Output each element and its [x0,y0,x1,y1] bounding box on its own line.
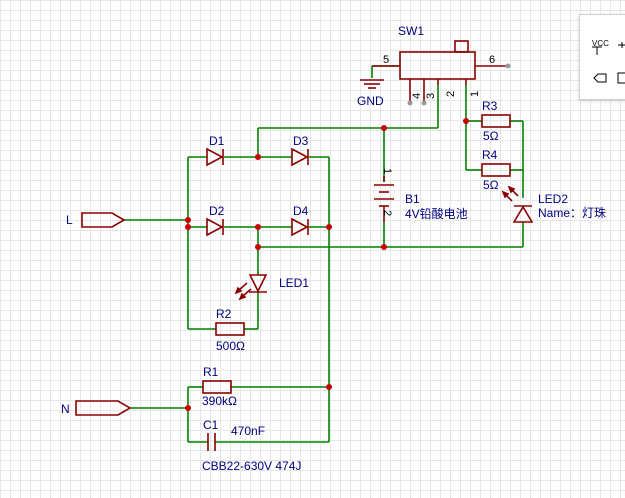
r3-label: R3 [482,99,498,113]
sw1-pin2: 2 [445,91,457,97]
vcc-button[interactable] [586,37,608,59]
ground-button[interactable] [614,37,625,59]
junction-battery-top [381,125,387,131]
wires [124,65,524,443]
gnd-label: GND [357,94,384,108]
resistor-r3[interactable]: R3 5Ω [481,99,511,143]
junction-n-input [185,405,191,411]
r4-value: 5Ω [483,178,499,192]
r1-label: R1 [203,365,219,379]
led1-label: LED1 [279,276,309,290]
diode-d2[interactable]: D2 [206,204,225,237]
d2-label: D2 [209,204,225,218]
sw1-pin6: 6 [489,54,495,66]
sw1-pin1: 1 [469,91,481,97]
port-n[interactable]: N [61,400,132,416]
b1-label: B1 [405,192,420,206]
led2-label: LED2 [538,192,568,206]
vcc-icon [592,46,602,55]
c1-model: CBB22-630V 474J [202,459,301,473]
diode-d1[interactable]: D1 [206,134,225,167]
c1-label: C1 [203,418,219,432]
battery-b1[interactable]: 1 2 B1 4V铅酸电池 [374,168,468,222]
c1-value: 470nF [231,424,265,438]
resistor-r4[interactable]: R4 5Ω [481,148,511,192]
diode-d4[interactable]: D4 [291,204,309,237]
b1-value: 4V铅酸电池 [405,206,468,221]
junction-d2-d4 [255,224,261,230]
r3-value: 5Ω [483,129,499,143]
l-port-label: L [66,213,73,227]
r1-value: 390kΩ [202,394,237,408]
port-button[interactable] [588,67,610,89]
b1-pin2: 2 [381,210,393,216]
port-l[interactable]: L [66,212,126,228]
box-icon [617,72,625,84]
r2-value: 500Ω [216,339,245,353]
d1-label: D1 [209,134,225,148]
junction-battery-bottom [381,244,387,250]
junction-d1-d3 [255,154,261,160]
switch-sw1[interactable]: SW1 5 6 4 3 2 1 [372,24,511,106]
vcc-text: VCC [592,39,609,48]
box-button[interactable] [614,67,625,89]
r4-label: R4 [482,148,498,162]
junction-d4-right [326,224,332,230]
led2-name: Name：灯珠 [538,206,606,220]
sw1-pin6-end [505,63,511,69]
d3-label: D3 [293,134,309,148]
sw1-pin4: 4 [411,93,423,99]
led-led1[interactable]: LED1 [234,274,309,301]
d4-label: D4 [293,204,309,218]
junction-r1-right [326,384,332,390]
junction-d2-left [185,224,191,230]
resistor-r1[interactable]: R1 390kΩ [202,365,237,408]
component-toolbox: VCC [579,14,625,100]
led-led2[interactable]: LED2 Name：灯珠 [501,185,606,223]
diode-d3[interactable]: D3 [291,134,309,167]
capacitor-c1[interactable]: C1 470nF CBB22-630V 474J [202,418,301,473]
r2-label: R2 [216,307,232,321]
ground-icon [618,42,625,48]
port-icon [593,73,607,83]
junction-r3 [463,118,469,124]
sw1-pin5: 5 [383,54,389,66]
b1-pin1: 1 [381,168,393,174]
junctions [185,118,469,411]
junction-l-input [185,217,191,223]
junction-bottom-bus [255,244,261,250]
sw1-pin3: 3 [425,93,437,99]
n-port-label: N [61,402,70,416]
resistor-r2[interactable]: R2 500Ω [215,307,245,353]
ground-symbol[interactable]: GND [357,79,384,108]
sw1-label: SW1 [398,24,424,38]
